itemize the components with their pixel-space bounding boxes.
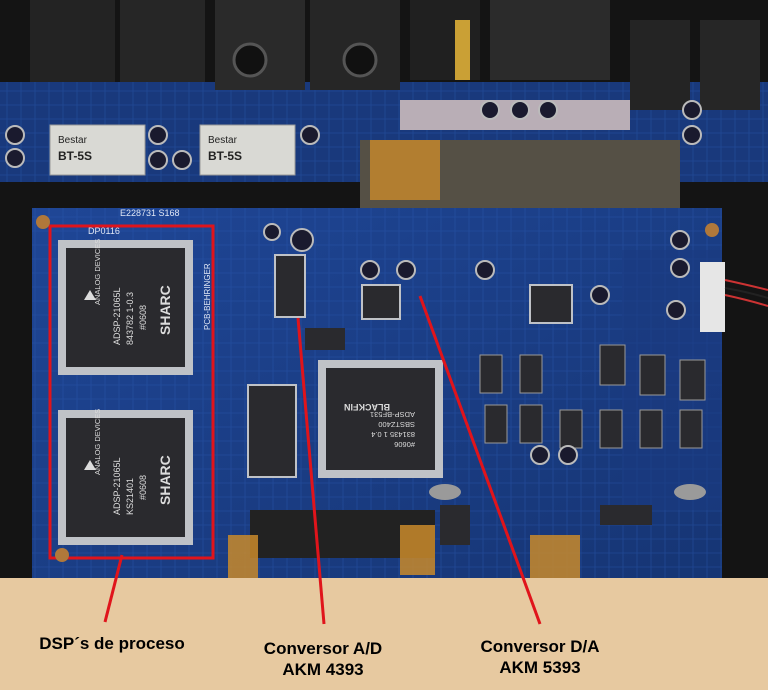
- svg-text:Bestar: Bestar: [208, 135, 238, 146]
- dsp-chip-2: ANALOG DEVICES ADSP-21065L KS21401 #0608…: [58, 409, 193, 545]
- circuit-board-photo: Bestar BT-5S Bestar BT-5S: [0, 0, 768, 578]
- capacitors-upper: [5, 100, 702, 170]
- caption-dsp: DSP´s de proceso: [39, 634, 185, 653]
- dsp-pointer: [103, 554, 124, 623]
- cert-marking: E228731 S168: [120, 208, 180, 218]
- ad-pointer: [296, 317, 326, 625]
- small-ics: [479, 344, 706, 449]
- svg-text:KS21401: KS21401: [125, 478, 135, 515]
- svg-text:Bestar: Bestar: [58, 135, 88, 146]
- ad-converter-chip: [274, 254, 306, 318]
- dsp-chip-1: ANALOG DEVICES ADSP-21065L 843782 1-0.3 …: [58, 239, 193, 375]
- svg-text:BLACKFIN: BLACKFIN: [344, 402, 390, 412]
- svg-text:ADSP-21065L: ADSP-21065L: [112, 457, 122, 515]
- svg-text:843782 1-0.3: 843782 1-0.3: [125, 292, 135, 345]
- caption-ad-converter: Conversor A/D AKM 4393: [263, 639, 383, 679]
- svg-text:#0608: #0608: [138, 305, 148, 330]
- svg-text:BT-5S: BT-5S: [208, 149, 242, 163]
- audio-connectors: [30, 0, 760, 110]
- svg-text:#0608: #0608: [138, 475, 148, 500]
- svg-text:SHARC: SHARC: [157, 455, 173, 505]
- svg-text:ADSP-BF531: ADSP-BF531: [370, 410, 415, 419]
- relay-right: Bestar BT-5S: [199, 124, 296, 176]
- svg-text:ADSP-21065L: ADSP-21065L: [112, 287, 122, 345]
- svg-text:831435 1 0.4: 831435 1 0.4: [371, 430, 415, 439]
- svg-text:SBSTZ400: SBSTZ400: [378, 420, 415, 429]
- da-pointer: [418, 295, 542, 625]
- capacitors-board: [263, 223, 690, 465]
- svg-text:ANALOG DEVICES: ANALOG DEVICES: [93, 409, 102, 475]
- silkscreen-text: PCB-BEHRINGER: [203, 263, 212, 330]
- memory-chip: [247, 384, 297, 478]
- svg-text:#0606: #0606: [394, 440, 415, 449]
- da-converter-chip: [361, 284, 401, 320]
- svg-text:SHARC: SHARC: [157, 285, 173, 335]
- svg-text:ANALOG DEVICES: ANALOG DEVICES: [93, 239, 102, 305]
- dsp-highlight-box: [48, 224, 215, 560]
- caption-da-converter: Conversor D/A AKM 5393: [480, 637, 600, 677]
- svg-text:BT-5S: BT-5S: [58, 149, 92, 163]
- blackfin-chip: BLACKFIN ADSP-BF531 SBSTZ400 831435 1 0.…: [318, 360, 443, 478]
- relay-left: Bestar BT-5S: [49, 124, 146, 176]
- board-code: DP0116: [88, 226, 120, 236]
- cable-connector: [700, 262, 725, 332]
